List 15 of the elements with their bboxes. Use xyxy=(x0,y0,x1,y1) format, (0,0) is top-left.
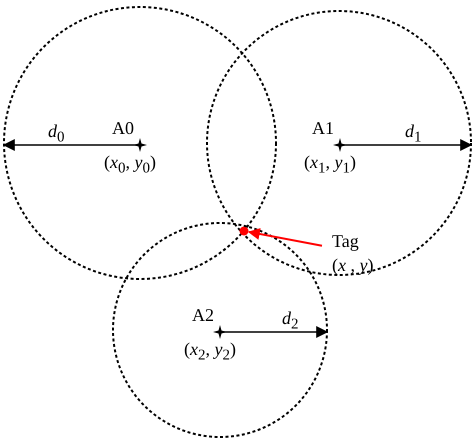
arrow xyxy=(248,228,322,247)
anchor-name: A0 xyxy=(112,119,134,137)
coordinate-label: (x$_{1}$, y$_{1}$) xyxy=(304,153,356,177)
range-circle xyxy=(112,222,328,438)
tag-name: Tag xyxy=(332,232,359,250)
range-circle xyxy=(3,6,277,280)
anchor-name: A1 xyxy=(312,119,334,137)
anchor-name: A2 xyxy=(192,306,214,324)
coordinate-label: (x$_{2}$, y$_{2}$) xyxy=(184,340,236,364)
range-circle xyxy=(206,10,472,276)
coordinate-label: (x$_{0}$, y$_{0}$) xyxy=(104,153,156,177)
edge-label: d$_{0}$ xyxy=(48,122,64,146)
tag-point xyxy=(239,226,249,236)
edge-label: d$_{1}$ xyxy=(405,122,422,146)
edge-label: d$_{2}$ xyxy=(282,309,298,333)
